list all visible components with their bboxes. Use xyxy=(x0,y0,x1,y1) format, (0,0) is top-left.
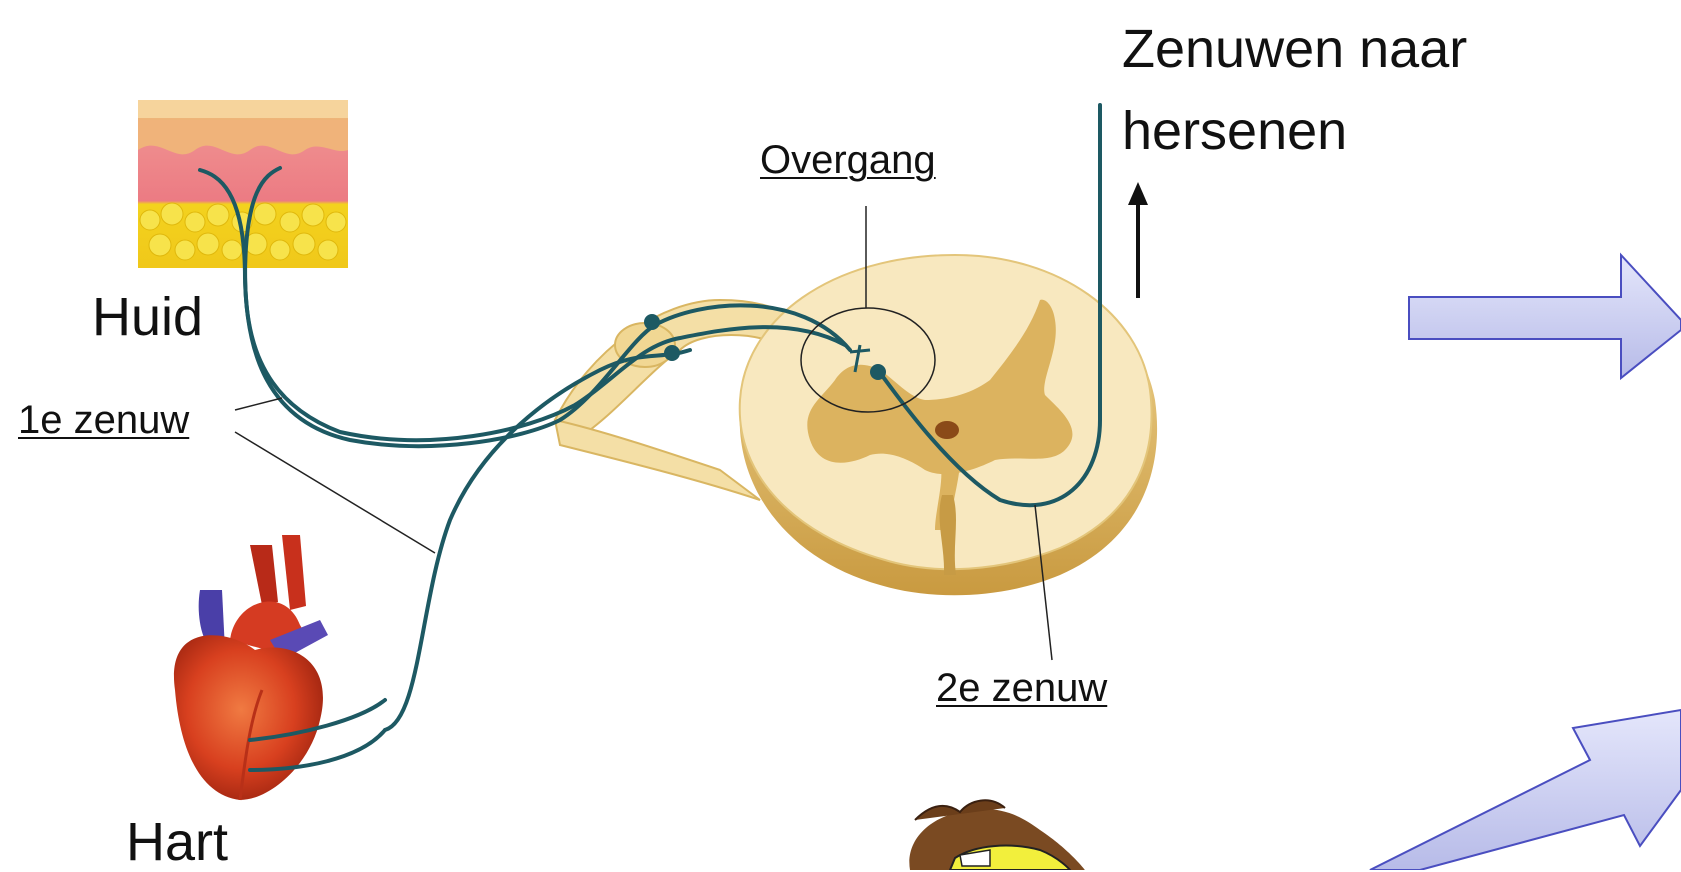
arrow-up-right-icon xyxy=(1370,710,1681,870)
first-nerve-label: 1e zenuw xyxy=(18,400,189,440)
cartoon-character-icon xyxy=(909,800,1085,870)
heart-icon xyxy=(174,535,328,800)
first-nerve-leader-line-1 xyxy=(235,398,282,410)
spinal-cord-icon xyxy=(555,255,1157,595)
arrow-right-icon xyxy=(1409,255,1681,378)
arrow-up-icon xyxy=(1128,182,1148,298)
first-nerve-leader-line-2 xyxy=(235,432,435,553)
nerves-to-brain-label-line1: Zenuwen naar xyxy=(1122,22,1467,76)
second-nerve-label: 2e zenuw xyxy=(936,668,1107,708)
heart-label: Hart xyxy=(126,815,228,869)
skin-label: Huid xyxy=(92,290,203,344)
junction-label: Overgang xyxy=(760,140,936,180)
nerves-to-brain-label-line2: hersenen xyxy=(1122,104,1347,158)
